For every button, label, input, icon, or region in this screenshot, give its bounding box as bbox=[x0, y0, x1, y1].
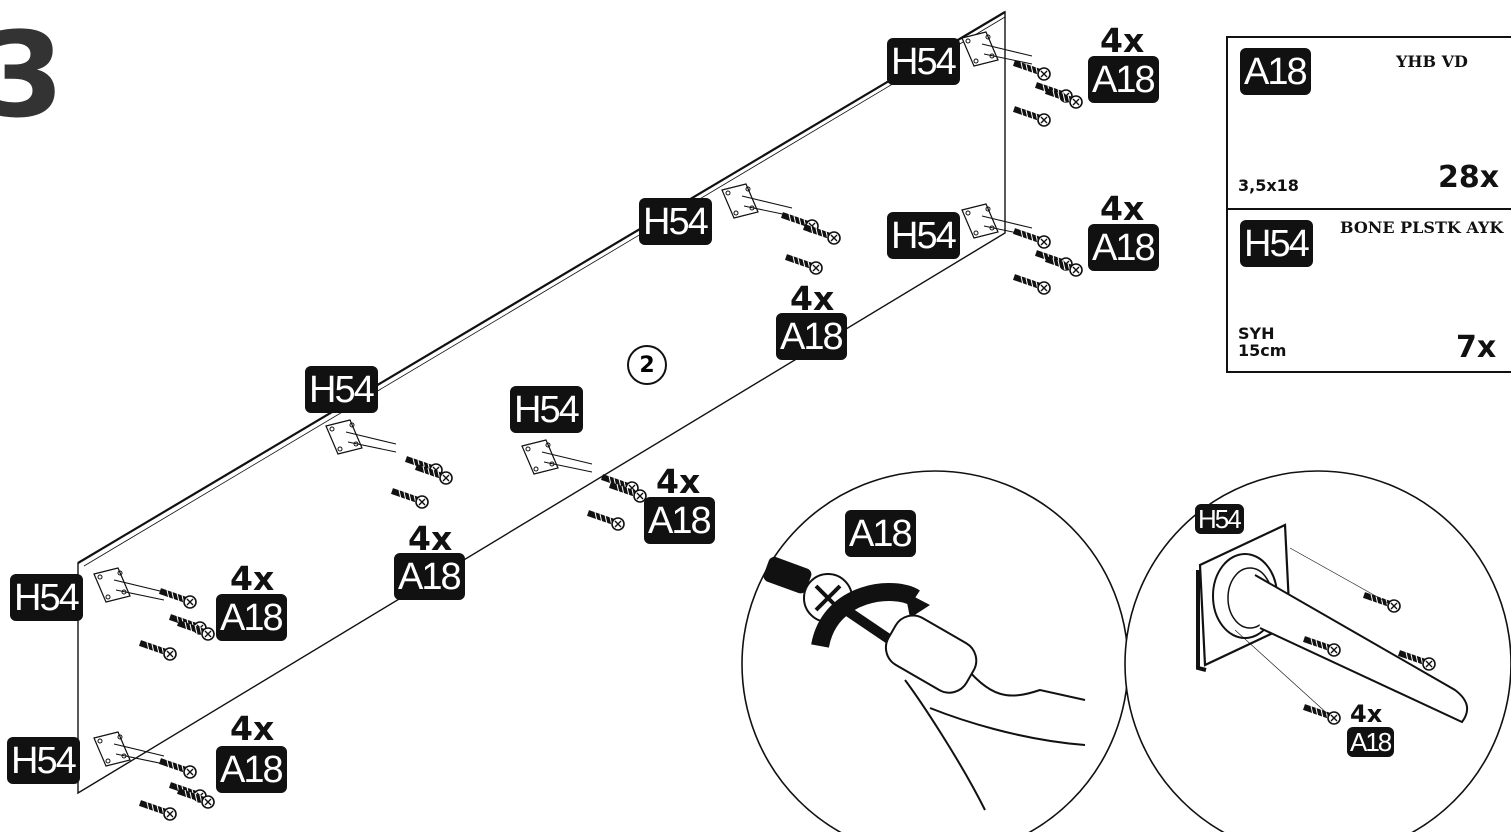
screw-label-7: A18 bbox=[216, 746, 287, 793]
detail-bracket-label: H54 bbox=[1195, 504, 1244, 534]
bracket-label-7: H54 bbox=[7, 737, 80, 784]
part-a18-name: YHB VD bbox=[1396, 52, 1468, 71]
qty-label-7: 4x bbox=[230, 709, 275, 748]
bracket-label-5: H54 bbox=[510, 386, 583, 433]
parts-divider bbox=[1228, 208, 1511, 210]
bracket-label-4: H54 bbox=[305, 366, 378, 413]
part-a18-size: 3,5x18 bbox=[1238, 176, 1299, 195]
part-a18-count: 28x bbox=[1438, 160, 1500, 195]
screw-label-6: A18 bbox=[216, 594, 287, 641]
qty-label-4: 4x bbox=[656, 462, 701, 501]
screw-label-3: A18 bbox=[776, 313, 847, 360]
part-h54-size-1: SYH bbox=[1238, 324, 1275, 343]
screw-label-2: A18 bbox=[1088, 224, 1159, 271]
qty-label-1: 4x bbox=[1100, 21, 1145, 60]
bracket-label-6: H54 bbox=[10, 574, 83, 621]
bracket-label-3: H54 bbox=[887, 212, 960, 259]
sub-step-number: 2 bbox=[627, 345, 667, 385]
detail-screwdriver bbox=[741, 470, 1129, 832]
bracket-group-2 bbox=[961, 203, 1082, 294]
screw-label-5: A18 bbox=[394, 553, 465, 600]
bracket-label-1: H54 bbox=[887, 38, 960, 85]
qty-label-6: 4x bbox=[230, 559, 275, 598]
part-a18-code: A18 bbox=[1240, 48, 1311, 95]
part-h54-name: BONE PLSTK AYK bbox=[1340, 218, 1504, 237]
qty-label-5: 4x bbox=[408, 519, 453, 558]
step-number: 3 bbox=[0, 6, 65, 144]
part-h54-code: H54 bbox=[1240, 220, 1313, 267]
bracket-label-2: H54 bbox=[639, 198, 712, 245]
part-h54-count: 7x bbox=[1456, 330, 1497, 365]
detail-leg-bracket bbox=[1124, 470, 1511, 832]
part-h54-size-2: 15cm bbox=[1238, 341, 1287, 360]
detail-bracket-screw-label: A18 bbox=[1347, 727, 1395, 757]
detail-screw-label: A18 bbox=[845, 510, 916, 557]
screw-label-4: A18 bbox=[644, 497, 715, 544]
qty-label-2: 4x bbox=[1100, 189, 1145, 228]
qty-label-3: 4x bbox=[790, 279, 835, 318]
screw-label-1: A18 bbox=[1088, 56, 1159, 103]
detail-qty-label: 4x bbox=[1350, 700, 1383, 728]
parts-list-panel: A18 YHB VD 3,5x18 28x H54 BONE PLSTK AYK… bbox=[1226, 36, 1511, 373]
